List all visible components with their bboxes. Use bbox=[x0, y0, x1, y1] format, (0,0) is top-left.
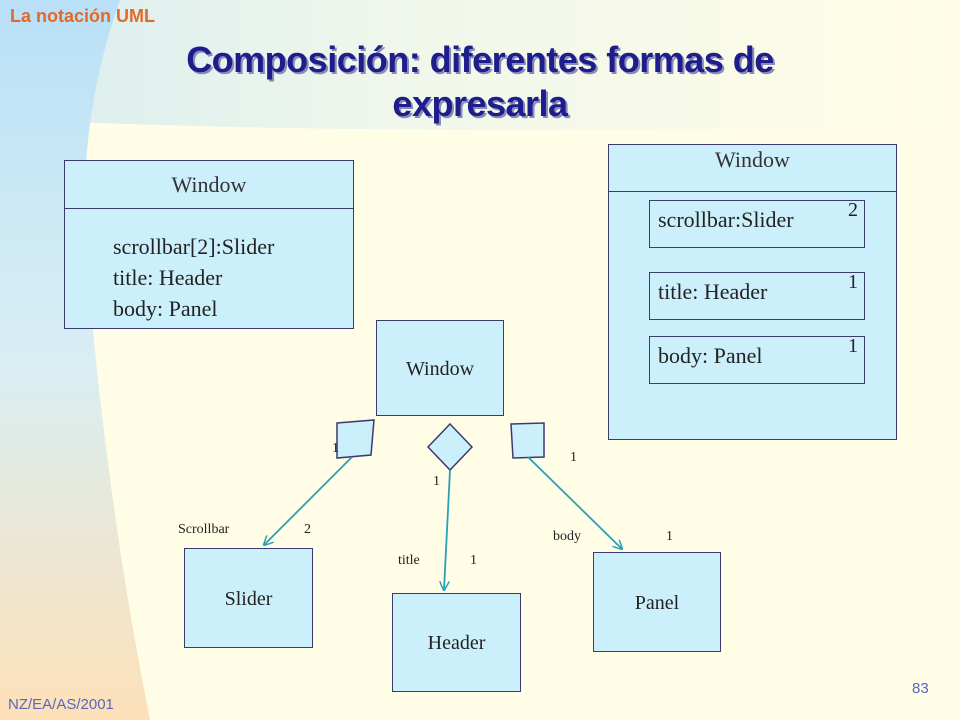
section-label: La notación UML bbox=[10, 6, 155, 26]
graph-panel: Panel bbox=[593, 552, 721, 652]
class-box-window: Window scrollbar[2]:Slider title: Header… bbox=[64, 160, 354, 329]
right-part-multiplicity: 1 bbox=[666, 529, 673, 544]
right-role-label: body bbox=[553, 529, 581, 544]
part-title: title: Header 1 bbox=[649, 271, 865, 320]
attribute-title: title: Header bbox=[113, 265, 223, 290]
part-body: body: Panel 1 bbox=[649, 335, 865, 384]
left-part-multiplicity: 2 bbox=[304, 522, 311, 537]
left-whole-multiplicity: 1 bbox=[332, 441, 339, 456]
page-number: 83 bbox=[912, 680, 929, 697]
graph-header: Header bbox=[392, 593, 521, 692]
part-title-label: title: Header bbox=[658, 279, 768, 304]
center-whole-multiplicity: 1 bbox=[433, 474, 440, 489]
class-box-attributes: scrollbar[2]:Slider title: Header body: … bbox=[65, 209, 353, 324]
slide-title: Composición: diferentes formas de expres… bbox=[110, 38, 850, 126]
center-part-multiplicity: 1 bbox=[470, 553, 477, 568]
part-scrollbar-label: scrollbar:Slider bbox=[658, 207, 794, 232]
title-line-2: expresarla bbox=[392, 83, 568, 124]
class-box-name: Window bbox=[65, 161, 353, 209]
nested-box-name: Window bbox=[609, 145, 896, 192]
graph-slider: Slider bbox=[184, 548, 313, 648]
graph-window: Window bbox=[376, 320, 504, 416]
part-title-multiplicity: 1 bbox=[848, 271, 858, 293]
title-line-1: Composición: diferentes formas de bbox=[186, 39, 774, 80]
right-whole-multiplicity: 1 bbox=[570, 450, 577, 465]
part-body-label: body: Panel bbox=[658, 343, 763, 368]
part-body-multiplicity: 1 bbox=[848, 335, 858, 357]
left-role-label: Scrollbar bbox=[178, 522, 230, 537]
part-scrollbar: scrollbar:Slider 2 bbox=[649, 199, 865, 248]
center-role-label: title bbox=[398, 553, 420, 568]
attribute-body: body: Panel bbox=[113, 296, 218, 321]
footer-author: NZ/EA/AS/2001 bbox=[8, 696, 114, 713]
attribute-scrollbar: scrollbar[2]:Slider bbox=[113, 234, 275, 259]
part-scrollbar-multiplicity: 2 bbox=[848, 199, 858, 221]
